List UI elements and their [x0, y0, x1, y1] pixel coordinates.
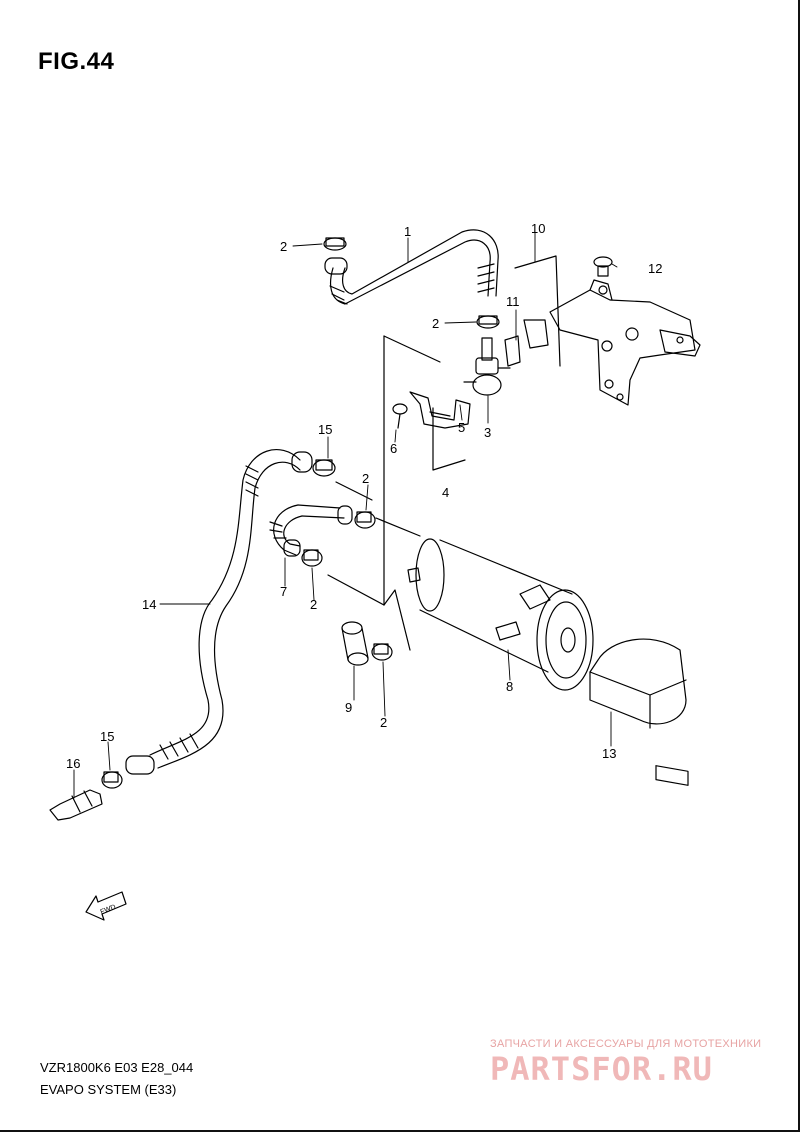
part-2-clip-b [476, 315, 500, 329]
callout-6: 6 [390, 441, 397, 456]
part-15-clip-b [101, 771, 123, 789]
part-2-clip-e [371, 643, 393, 661]
part-1-hose [324, 229, 499, 305]
callout-2: 2 [280, 239, 287, 254]
part-2-clip-d [301, 549, 323, 567]
part-2-clip-c [354, 511, 376, 529]
figure-title: FIG.44 [38, 48, 115, 75]
watermark-tagline: ЗАПЧАСТИ И АКСЕССУАРЫ ДЛЯ МОТОТЕХНИКИ [490, 1038, 762, 1050]
callout-2: 2 [310, 597, 317, 612]
part-10-clamp [504, 319, 549, 367]
part-15-clip-a [312, 459, 336, 477]
footer-model-code: VZR1800K6 E03 E28_044 [40, 1060, 194, 1075]
callout-9: 10 [531, 221, 545, 236]
watermark-brand: PARTSFOR.RU [490, 1050, 713, 1088]
callout-12: 13 [602, 746, 616, 761]
callout-15: 15 [100, 729, 114, 744]
part-7-hose [269, 504, 353, 557]
callout-7: 7 [280, 584, 287, 599]
part-8-canister [407, 538, 594, 691]
guide-lines [327, 335, 441, 651]
callout-13: 9 [345, 700, 352, 715]
callout-2: 2 [380, 715, 387, 730]
callout-5: 5 [458, 420, 465, 435]
callout-4: 4 [442, 485, 449, 500]
leader-lines [73, 232, 618, 799]
callout-2: 2 [362, 471, 369, 486]
part-2-clip-a [323, 237, 347, 251]
footer-section-name: EVAPO SYSTEM (E33) [40, 1082, 177, 1097]
part-12-band [589, 638, 689, 786]
part-3-valve [463, 337, 511, 396]
part-11-bolt [593, 256, 613, 277]
part-9-group-line [514, 255, 561, 367]
part-13-sleeve [341, 621, 369, 666]
callout-10: 11 [506, 294, 520, 309]
fwd-arrow-icon [85, 891, 127, 921]
part-4-group-line [432, 407, 466, 471]
callout-14: 14 [142, 597, 156, 612]
part-14-hose [125, 449, 313, 775]
callout-3: 3 [484, 425, 491, 440]
callout-15: 15 [318, 422, 332, 437]
callout-8: 8 [506, 679, 513, 694]
callout-1: 1 [404, 224, 411, 239]
callout-2: 2 [432, 316, 439, 331]
part-9-mount-bracket [549, 279, 701, 406]
callout-16: 16 [66, 756, 80, 771]
callout-11: 12 [648, 261, 662, 276]
part-16-fitting [49, 789, 103, 821]
part-6-screw [392, 403, 408, 429]
